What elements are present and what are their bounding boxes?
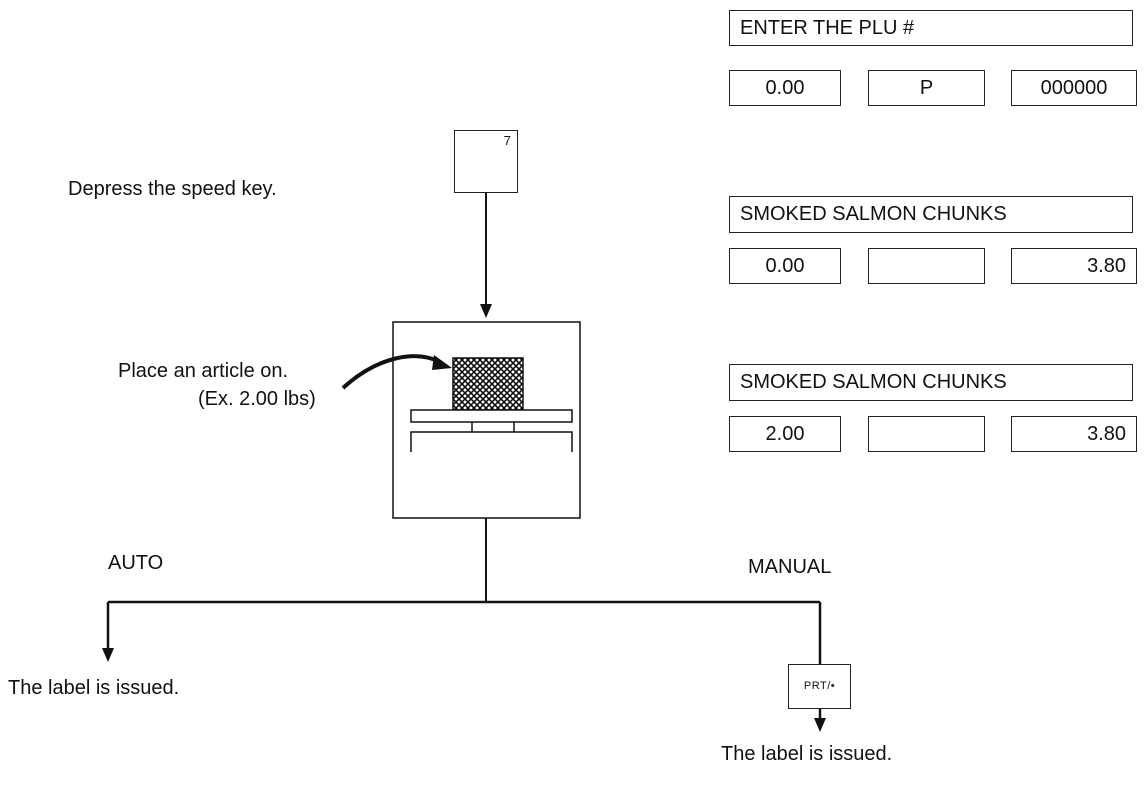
display-2-right: 3.80	[1011, 248, 1137, 284]
display-1-title: ENTER THE PLU #	[729, 10, 1133, 46]
display-3-weight: 2.00	[729, 416, 841, 452]
print-key[interactable]: PRT/•	[788, 664, 851, 709]
auto-result: The label is issued.	[8, 677, 179, 700]
display-2-title: SMOKED SALMON CHUNKS	[729, 196, 1133, 233]
speed-key-7[interactable]: 7	[454, 130, 518, 193]
arrowhead-down-icon	[814, 718, 826, 732]
speed-key-instruction: Depress the speed key.	[68, 178, 277, 201]
display-3-middle	[868, 416, 985, 452]
speed-key-label: 7	[504, 133, 511, 148]
manual-result: The label is issued.	[721, 743, 892, 766]
article-box	[453, 358, 523, 410]
display-1-weight: 0.00	[729, 70, 841, 106]
place-article-instruction: Place an article on.	[118, 360, 288, 383]
display-2-middle	[868, 248, 985, 284]
display-2-weight: 0.00	[729, 248, 841, 284]
display-3-title: SMOKED SALMON CHUNKS	[729, 364, 1133, 401]
print-key-label: PRT/•	[789, 680, 850, 692]
arrowhead-down-icon	[102, 648, 114, 662]
display-1-right: 000000	[1011, 70, 1137, 106]
scale-platter	[411, 410, 572, 422]
display-3-right: 3.80	[1011, 416, 1137, 452]
place-article-example: (Ex. 2.00 lbs)	[198, 388, 316, 411]
display-1-middle: P	[868, 70, 985, 106]
arrowhead-down-icon	[480, 304, 492, 318]
auto-label: AUTO	[108, 552, 163, 575]
manual-label: MANUAL	[748, 556, 831, 579]
